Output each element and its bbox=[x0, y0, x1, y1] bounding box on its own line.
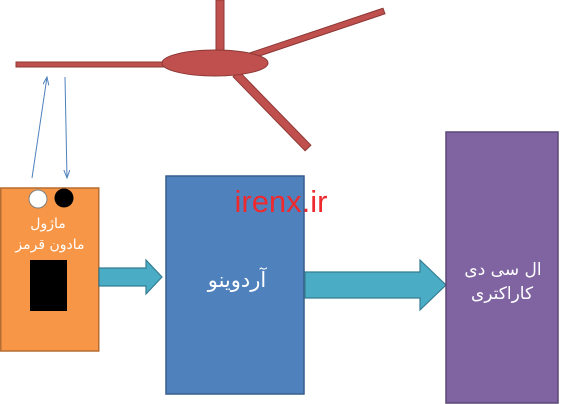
lcd-block: ال سی دی کاراکتری bbox=[445, 131, 559, 404]
led-black bbox=[54, 188, 74, 208]
arduino-box bbox=[165, 175, 305, 395]
lcd-label-line-1: ال سی دی bbox=[464, 260, 541, 280]
fan-top-rod bbox=[215, 0, 225, 55]
ceiling-fan bbox=[15, 0, 386, 152]
arrow-module-to-arduino bbox=[98, 258, 163, 296]
infrared-module-label-line-2: مادون قرمز bbox=[14, 237, 84, 253]
infrared-module: ماژول مادون قرمز bbox=[0, 187, 100, 352]
fan-blade-left bbox=[15, 61, 167, 68]
led-white bbox=[28, 189, 48, 209]
infrared-module-label-line-1: ماژول bbox=[30, 216, 65, 232]
arduino-block: آردوینو bbox=[165, 175, 305, 395]
ir-signal-arrow-down bbox=[65, 76, 67, 178]
arrow-arduino-to-lcd bbox=[304, 258, 447, 312]
arduino-label: آردوینو bbox=[207, 267, 268, 292]
lcd-box bbox=[445, 131, 559, 404]
watermark: irenx.ir bbox=[234, 184, 327, 219]
fan-hub bbox=[161, 49, 269, 77]
ir-sensor bbox=[30, 260, 67, 311]
ir-signal-arrow-up bbox=[31, 77, 47, 179]
fan-blade-upper-right bbox=[248, 7, 386, 60]
fan-blade-lower-right bbox=[232, 70, 312, 152]
lcd-label-line-2: کاراکتری bbox=[471, 284, 534, 304]
